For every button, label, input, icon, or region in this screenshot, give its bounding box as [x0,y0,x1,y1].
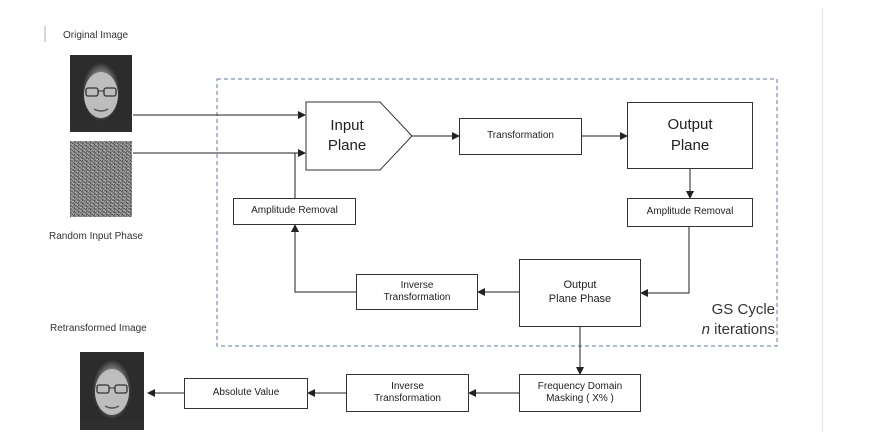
decor-tick [44,26,46,42]
original-face-features [70,72,132,132]
inverse-transformation-bottom-box: Inverse Transformation [346,374,469,412]
retransformed-face-image [80,352,144,430]
input-plane-shape [305,101,413,171]
frequency-domain-masking-box: Frequency Domain Masking ( X% ) [519,374,641,412]
amplitude-removal-right-box: Amplitude Removal [627,198,753,227]
arrow-invcycle-to-amp [291,224,356,293]
gs-cycle-iterations-text: iterations [709,320,775,338]
random-input-phase-label: Random Input Phase [49,231,143,242]
gs-cycle-caption: GS Cycle n iterations [680,300,775,339]
output-plane-phase-box: Output Plane Phase [519,259,641,327]
absolute-value-box: Absolute Value [184,378,308,409]
amplitude-removal-left-box: Amplitude Removal [233,198,356,225]
original-image-label: Original Image [63,30,129,41]
random-phase-noise-image [70,141,132,217]
gs-cycle-title: GS Cycle [711,301,775,318]
right-divider [822,8,823,432]
input-plane-box: Input Plane [327,116,367,154]
output-plane-box: Output Plane [627,102,753,169]
gs-cycle-frame [216,78,778,347]
original-face-image [70,55,132,132]
inverse-transformation-cycle-box: Inverse Transformation [356,274,478,310]
retransformed-face-features [80,369,144,430]
arrow-amp-to-phase [640,227,690,297]
retransformed-image-label: Retransformed Image [50,323,147,334]
gs-cycle-n: n [701,320,710,338]
gs-cycle-iterations: n iterations [680,320,775,340]
transformation-box: Transformation [459,118,582,155]
